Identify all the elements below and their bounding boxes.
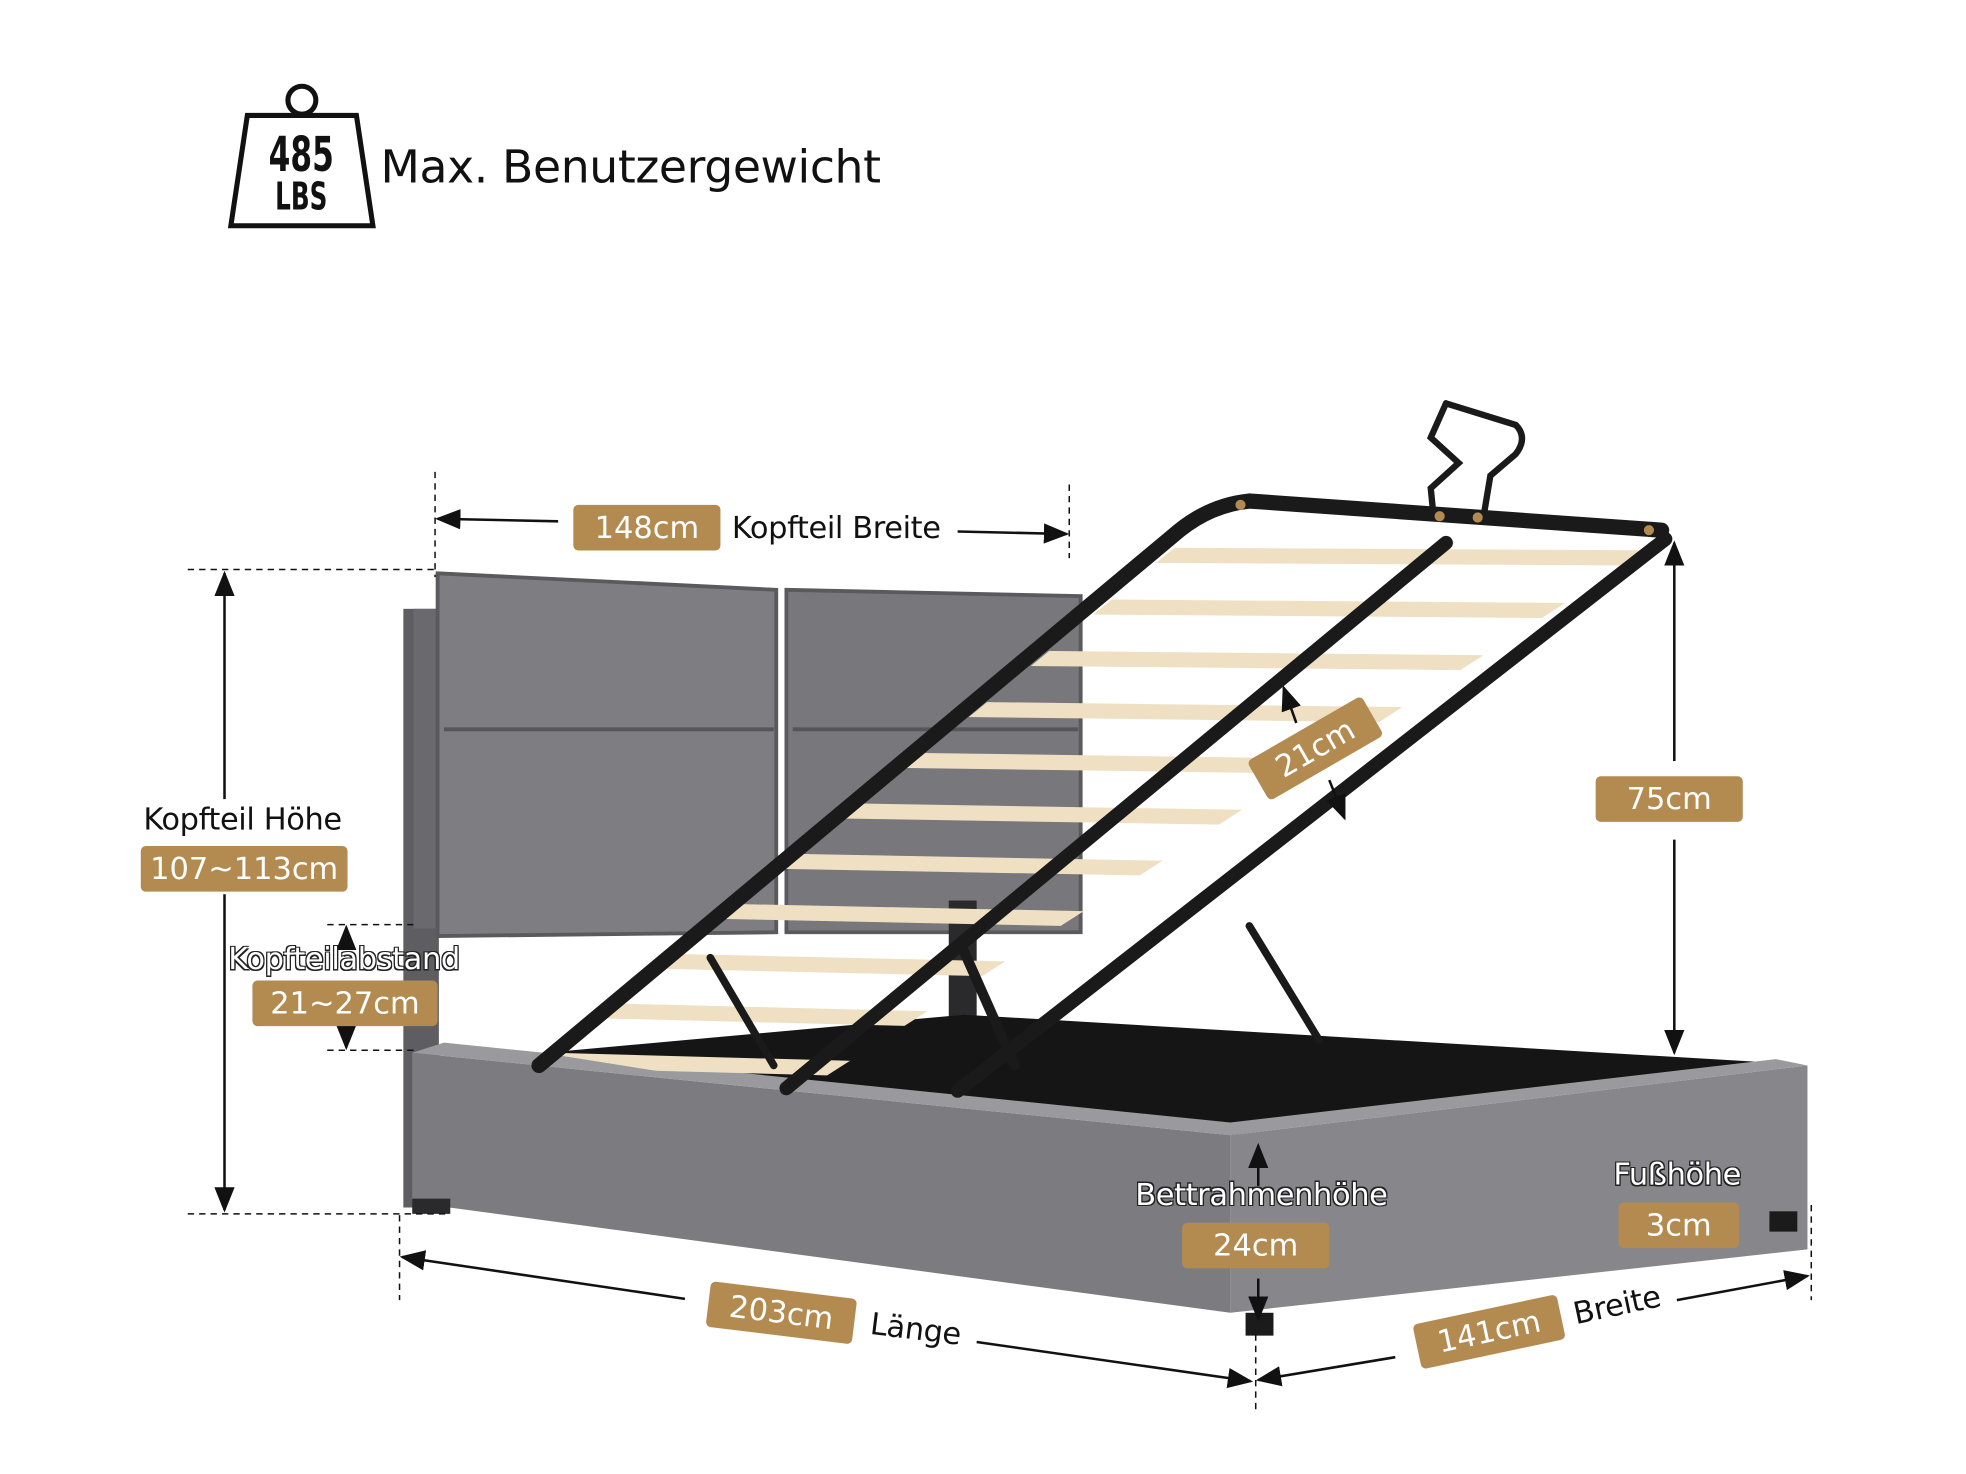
headboard-height-label: Kopfteil Höhe	[143, 801, 342, 838]
bed-base	[412, 1014, 1808, 1336]
frame-height-label: Bettrahmenhöhe	[1135, 1177, 1388, 1213]
weight-unit: LBS	[275, 175, 328, 220]
foot-height-badge: 3cm	[1618, 1202, 1739, 1249]
dimension-lines	[187, 471, 1813, 1411]
headboard-width-badge: 148cm	[573, 504, 721, 551]
headboard-width-label: Kopfteil Breite	[731, 509, 941, 546]
headboard-height-badge: 107~113cm	[140, 846, 348, 892]
headboard-gap-badge: 21~27cm	[252, 980, 438, 1027]
weight-icon	[227, 83, 376, 229]
lift-frame	[531, 400, 1673, 1098]
lift-height-badge: 75cm	[1595, 776, 1743, 822]
foot-height-label: Fußhöhe	[1613, 1156, 1741, 1193]
headboard-gap-label: Kopfteilabstand	[228, 941, 460, 977]
frame-height-badge: 24cm	[1182, 1222, 1330, 1269]
weight-value: 485	[268, 126, 334, 183]
max-weight-label: Max. Benutzergewicht	[380, 142, 882, 195]
